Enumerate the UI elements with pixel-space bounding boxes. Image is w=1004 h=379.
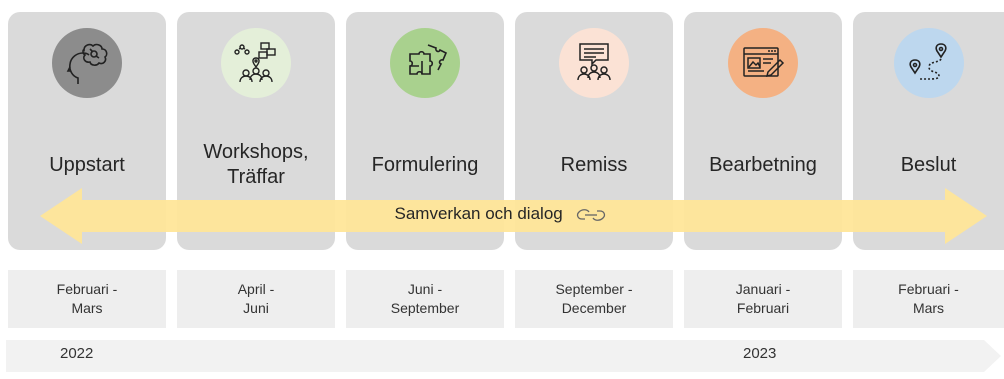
date-range: Februari - Mars xyxy=(853,270,1004,328)
date-range: September - December xyxy=(515,270,673,328)
phase-icon-circle xyxy=(52,28,122,98)
feedback-group-icon xyxy=(577,43,611,81)
phase-icon-circle xyxy=(221,28,291,98)
date-range: Januari - Februari xyxy=(684,270,842,328)
phase-label: Formulering xyxy=(371,153,479,176)
date-range: April - Juni xyxy=(177,270,335,328)
phase-label: Bearbetning xyxy=(709,153,817,176)
phase-label: Workshops, Träffar xyxy=(203,141,309,188)
phase-icon-circle xyxy=(728,28,798,98)
phase-icon-circle xyxy=(390,28,460,98)
date-range: Februari - Mars xyxy=(8,270,166,328)
date-range: Juni - September xyxy=(346,270,504,328)
browser-edit-icon xyxy=(743,47,785,78)
collaboration-text: Samverkan och dialog xyxy=(394,204,563,223)
puzzle-icon xyxy=(409,44,448,75)
phase-icon-circle xyxy=(893,28,964,98)
phase-label: Uppstart xyxy=(49,153,125,176)
network-people-icon xyxy=(234,42,276,83)
thinking-head-icon xyxy=(66,43,108,84)
collaboration-label: Samverkan och dialog xyxy=(0,204,1004,224)
chain-link-icon xyxy=(577,208,606,221)
timeline-arrow-shape xyxy=(6,340,1001,372)
route-map-icon xyxy=(908,43,947,80)
phase-label: Remiss xyxy=(560,153,628,176)
year-label-2022: 2022 xyxy=(60,345,94,362)
phase-icon-circle xyxy=(559,28,629,98)
year-label-2023: 2023 xyxy=(743,345,777,362)
phase-label: Beslut xyxy=(900,153,957,176)
